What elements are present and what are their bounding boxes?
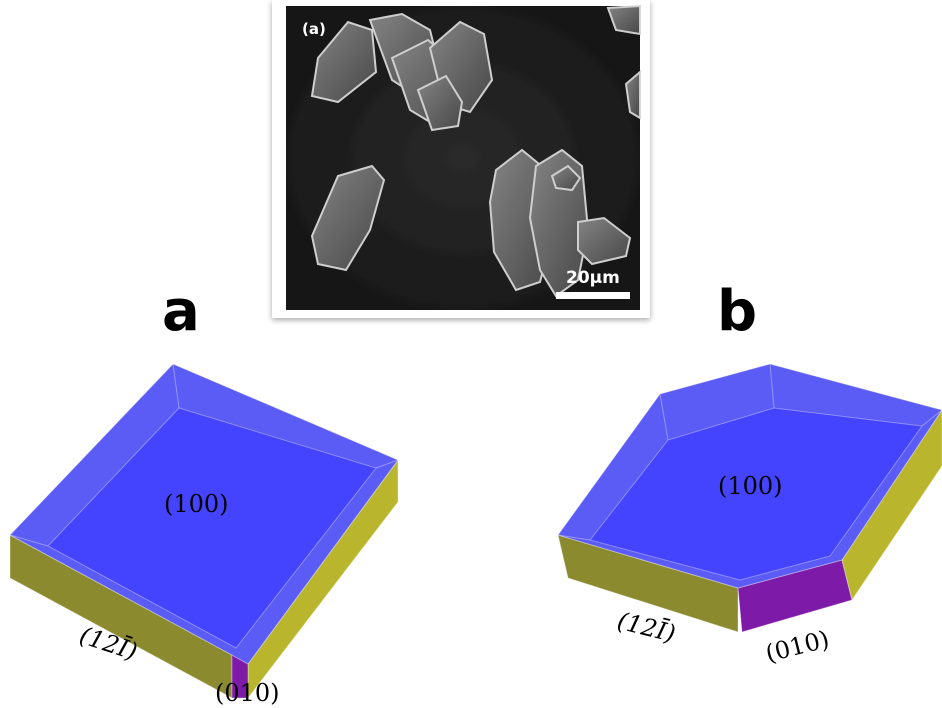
sem-crystal bbox=[624, 69, 641, 120]
panel-letter-b: b bbox=[717, 279, 757, 344]
crystal-a-bevel-edge bbox=[9, 534, 49, 547]
crystal-a-facet-100-label: (100) bbox=[164, 490, 229, 518]
sem-scale-bar-label: 20μm bbox=[566, 268, 620, 288]
sem-scale-bar bbox=[556, 292, 630, 299]
crystal-a-bevel-edge bbox=[172, 363, 180, 409]
crystal-b-bevel-edge bbox=[557, 534, 591, 541]
sem-crystal bbox=[577, 216, 632, 266]
crystal-b-facet-121-label: (12Ī) bbox=[615, 607, 679, 648]
sem-crystal bbox=[416, 74, 464, 132]
panel-letter-a: a bbox=[162, 279, 200, 344]
crystal-a-top-face bbox=[47, 407, 377, 649]
crystal-b-facet-100-label: (100) bbox=[718, 472, 783, 500]
crystal-model-b bbox=[557, 363, 942, 633]
crystal-model-a bbox=[9, 363, 399, 700]
sem-crystal bbox=[606, 4, 641, 36]
sem-crystal bbox=[310, 20, 378, 104]
crystal-a-facet-010-label: (010) bbox=[215, 679, 280, 707]
crystal-b-bevel-edge bbox=[659, 393, 669, 441]
crystal-b-top-face bbox=[589, 407, 923, 581]
crystal-b-side-right-face bbox=[841, 409, 942, 602]
crystal-b-bevel-edge bbox=[769, 363, 775, 409]
sem-panel-tag: (a) bbox=[302, 20, 326, 38]
crystal-b-facet-010-label: (010) bbox=[763, 625, 832, 668]
sem-crystal bbox=[310, 164, 386, 272]
crystal-b-bevel-edge bbox=[921, 409, 942, 427]
crystal-a-bevel-edge bbox=[375, 459, 399, 469]
sem-crystal bbox=[550, 164, 582, 192]
sem-crystals bbox=[310, 4, 641, 298]
